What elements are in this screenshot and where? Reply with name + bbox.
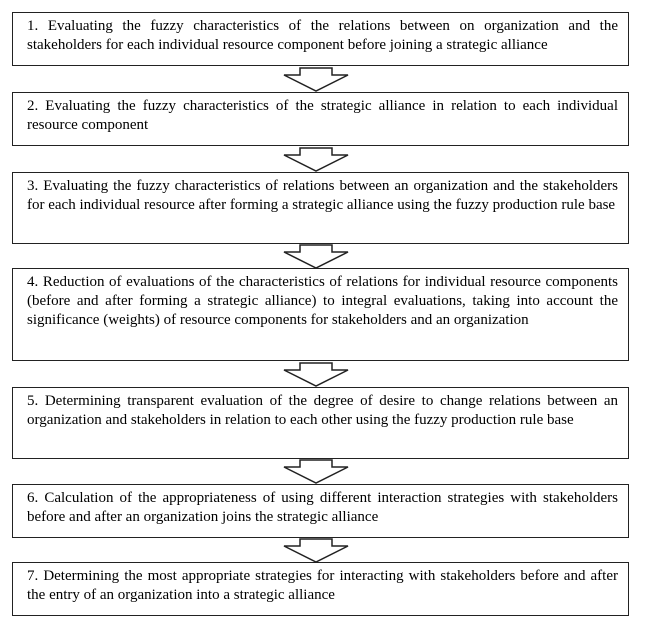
step-7-text: 7. Determining the most appropriate stra… (27, 568, 618, 603)
down-arrow-icon (282, 244, 350, 269)
step-1-text: 1. Evaluating the fuzzy characteristics … (27, 18, 618, 53)
step-5-box: 5. Determining transparent evaluation of… (12, 387, 629, 459)
down-arrow-icon (282, 147, 350, 172)
down-arrow-icon (282, 67, 350, 92)
step-4-box: 4. Reduction of evaluations of the chara… (12, 268, 629, 361)
step-6-box: 6. Calculation of the appropriateness of… (12, 484, 629, 538)
down-arrow-icon (282, 538, 350, 563)
down-arrow-icon (282, 362, 350, 387)
step-3-box: 3. Evaluating the fuzzy characteristics … (12, 172, 629, 244)
step-2-text: 2. Evaluating the fuzzy characteristics … (27, 98, 618, 133)
step-7-box: 7. Determining the most appropriate stra… (12, 562, 629, 616)
step-4-text: 4. Reduction of evaluations of the chara… (27, 274, 618, 328)
step-5-text: 5. Determining transparent evaluation of… (27, 393, 618, 428)
down-arrow-icon (282, 459, 350, 484)
step-1-box: 1. Evaluating the fuzzy characteristics … (12, 12, 629, 66)
step-3-text: 3. Evaluating the fuzzy characteristics … (27, 178, 618, 213)
step-6-text: 6. Calculation of the appropriateness of… (27, 490, 618, 525)
step-2-box: 2. Evaluating the fuzzy characteristics … (12, 92, 629, 146)
